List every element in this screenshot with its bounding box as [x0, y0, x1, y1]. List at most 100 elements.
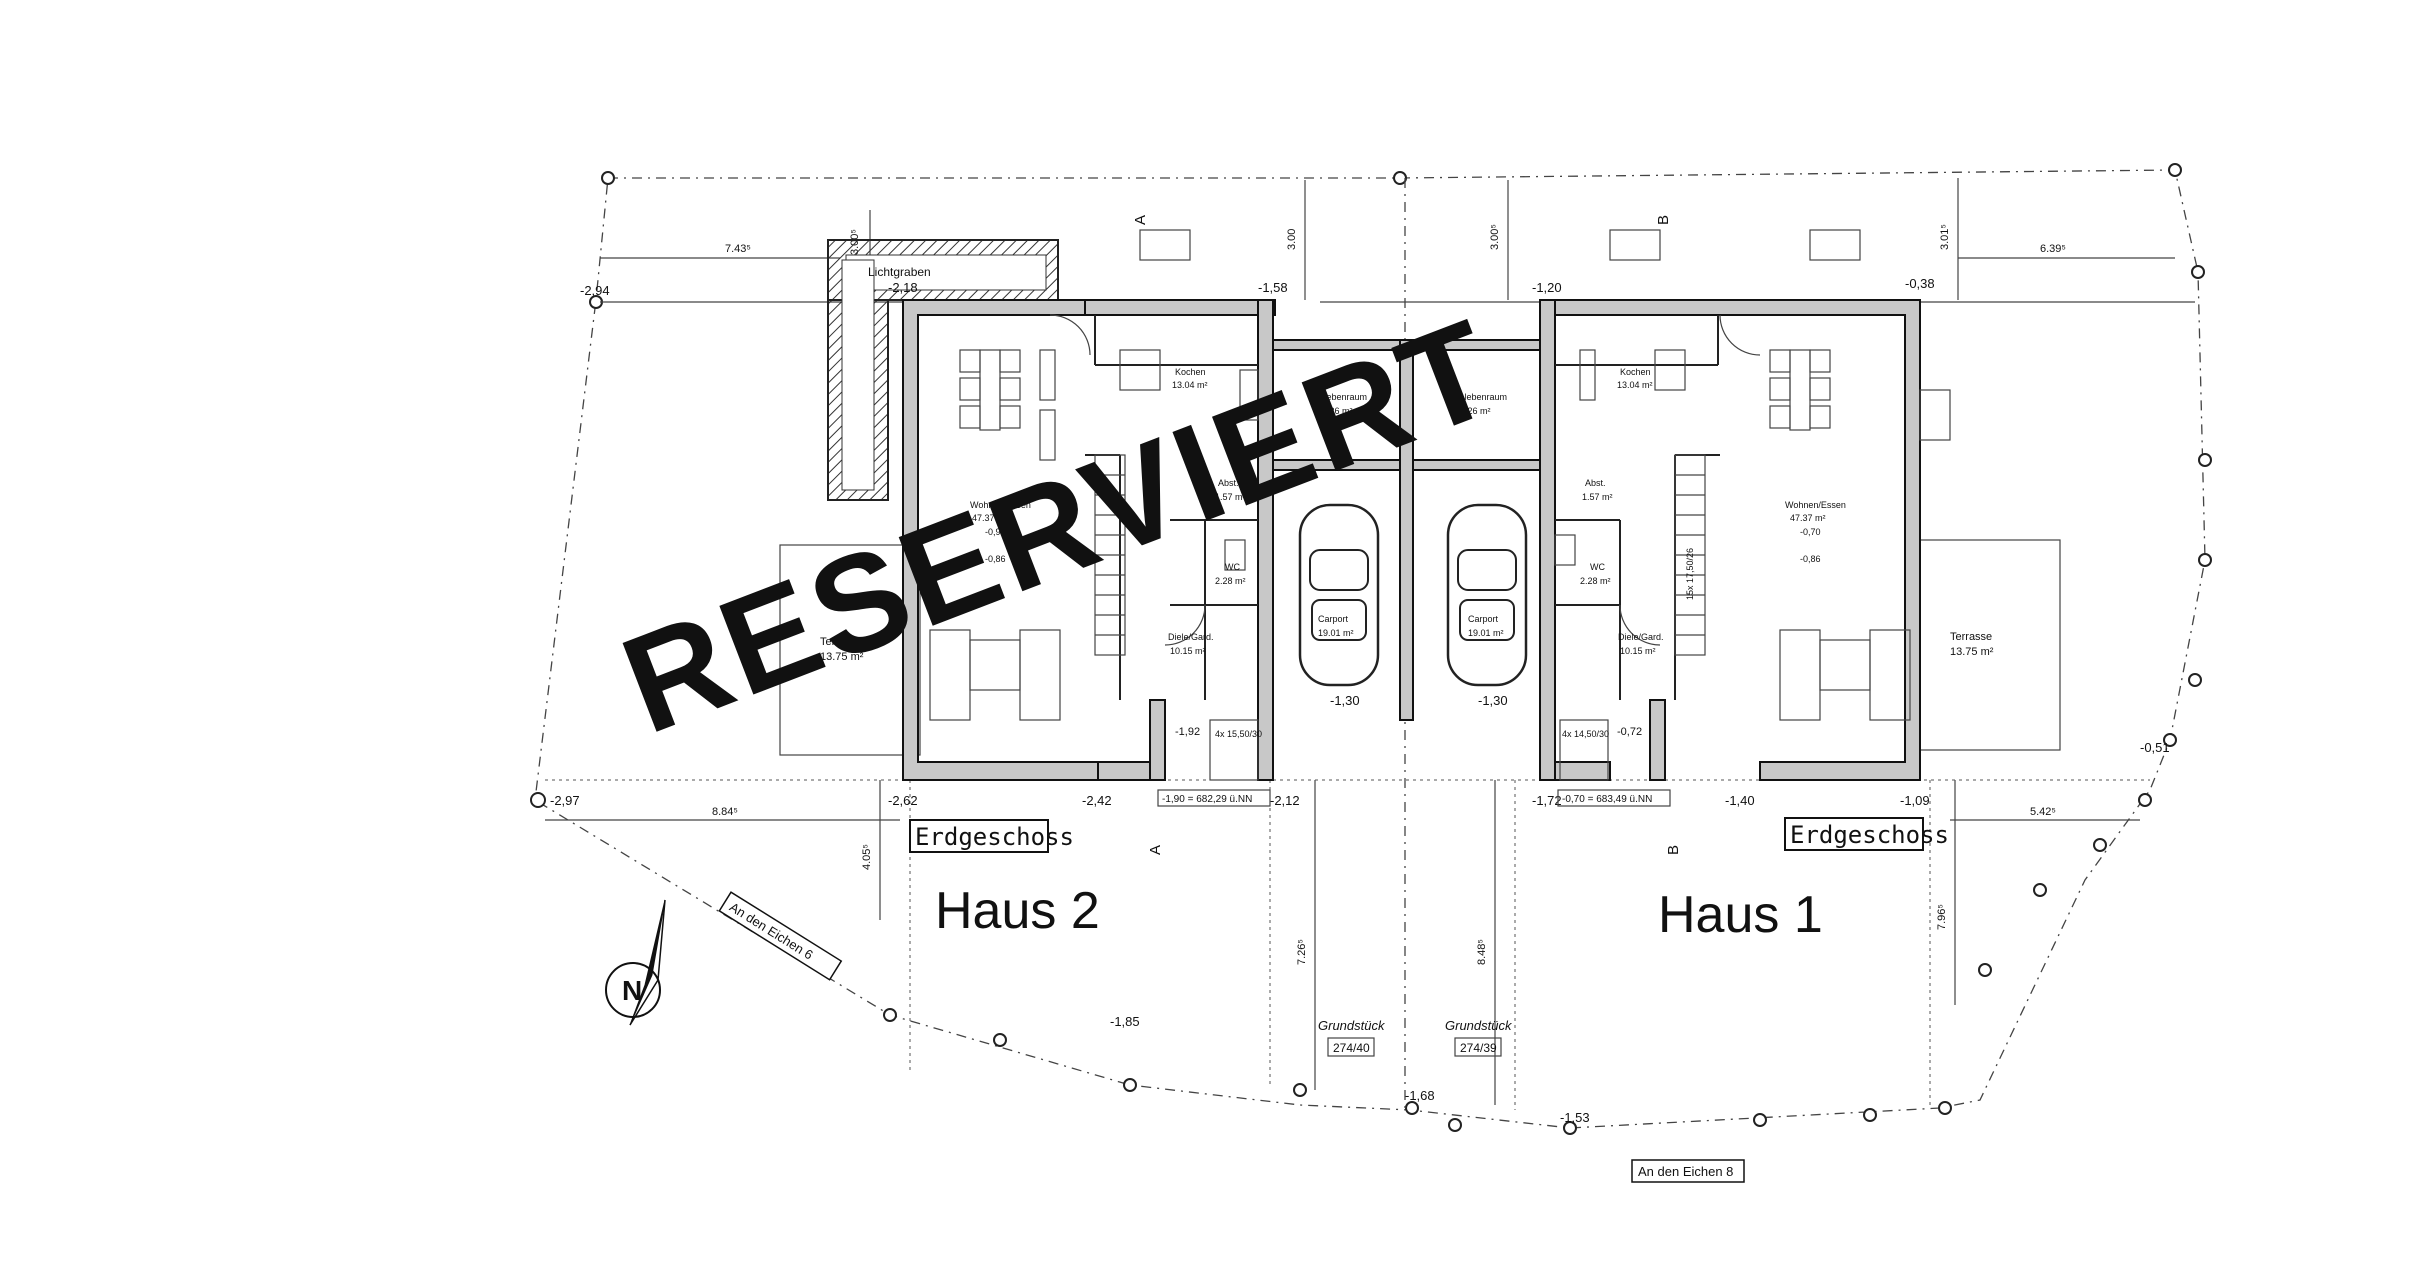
level-h2-ne: -1,58: [1258, 280, 1288, 295]
h1-carport-area: 19.01 m²: [1468, 628, 1504, 638]
h2-nebenraum-area: 9.26 m²: [1322, 406, 1353, 416]
stair-label-h2: 4x 15,50/30: [1215, 729, 1262, 739]
terrasse-haus1: [1919, 539, 2061, 751]
stair-label-main: 15x 17,50/26: [1685, 548, 1695, 600]
parcel-label-2: Grundstück: [1445, 1018, 1513, 1033]
north-label: N: [622, 975, 642, 1006]
dim-743: 7.43⁵: [725, 243, 751, 255]
h2-nebenraum: Nebenraum: [1320, 392, 1367, 402]
level-street-e: -1,53: [1560, 1110, 1590, 1125]
h2-wc-area: 2.28 m²: [1215, 576, 1246, 586]
h1-wohnen-area: 47.37 m²: [1790, 513, 1826, 523]
h2-wc: WC: [1225, 562, 1240, 572]
level-h1-se2: -1,09: [1900, 793, 1930, 808]
level-street-w: -1,85: [1110, 1014, 1140, 1029]
parcel-label-1: Grundstück: [1318, 1018, 1386, 1033]
dim-848: 8.48⁵: [1476, 939, 1488, 965]
dim-542: 5.42⁵: [2030, 806, 2056, 818]
h1-wc-area: 2.28 m²: [1580, 576, 1611, 586]
lichtgraben-label: Lichtgraben: [868, 265, 931, 279]
h1-diele: Diele/Gard.: [1618, 632, 1664, 642]
street-box-8: [1631, 1159, 1745, 1183]
h2-wohnen-level2: -0,86: [985, 554, 1006, 564]
h2-kochen-area: 13.04 m²: [1172, 380, 1208, 390]
level-h1-nw: -1,20: [1532, 280, 1562, 295]
haus1-building: [1412, 229, 1951, 781]
h1-abst-area: 1.57 m²: [1582, 492, 1613, 502]
terrasse-haus2-area: 13.75 m²: [820, 651, 864, 663]
carport-haus1-car: [1446, 503, 1528, 687]
dim-405: 4.05⁵: [861, 844, 873, 870]
parcel-box-2: [1454, 1037, 1502, 1057]
h2-abst: Abst.: [1218, 478, 1239, 488]
house-name-haus2: Haus 2: [935, 882, 1100, 940]
level-h1-sw: -1,72: [1532, 793, 1562, 808]
level-west: -2,97: [550, 793, 580, 808]
h2-carport-area: 19.01 m²: [1318, 628, 1354, 638]
stair-label-h1: 4x 14,50/30: [1562, 729, 1609, 739]
h2-carport: Carport: [1318, 614, 1349, 624]
level-nw: -2,94: [580, 283, 610, 298]
h2-abst-area: 1.57 m²: [1215, 492, 1246, 502]
nn-box-h1: [1557, 789, 1671, 807]
level-h2-se1: -2,42: [1082, 793, 1112, 808]
carport-haus2-car: [1298, 503, 1380, 687]
h1-kochen-area: 13.04 m²: [1617, 380, 1653, 390]
street-box-6: [718, 891, 843, 981]
section-mark-a-top: A: [1132, 215, 1149, 225]
street-name-6: An den Eichen 6: [727, 899, 816, 962]
dim-726: 7.26⁵: [1296, 939, 1308, 965]
parcel-number-2: 274/39: [1460, 1041, 1497, 1055]
terrasse-haus2: [779, 544, 921, 756]
street-name-8: An den Eichen 8: [1638, 1164, 1733, 1179]
erdgeschoss-label-h2: Erdgeschoss: [915, 823, 1074, 851]
level-h1-se1: -1,40: [1725, 793, 1755, 808]
nn-h2: -1,90 = 682,29 ü.NN: [1162, 794, 1252, 805]
erdgeschoss-box-h2: [909, 819, 1049, 853]
terrasse-haus2-label: Terrasse: [820, 636, 862, 648]
h1-carport: Carport: [1468, 614, 1499, 624]
level-h2-se2: -2,12: [1270, 793, 1300, 808]
h1-kochen: Kochen: [1620, 367, 1651, 377]
erdgeschoss-label-h1: Erdgeschoss: [1790, 821, 1949, 849]
level-street-mid: -1,68: [1405, 1088, 1435, 1103]
level-h2-entry: -1,92: [1175, 726, 1200, 738]
boundary-points: [530, 163, 2212, 1135]
h1-wohnen-level2: -0,86: [1800, 554, 1821, 564]
dim-300b: 3.00: [1286, 229, 1298, 250]
house-name-haus1: Haus 1: [1658, 886, 1823, 944]
h1-nebenraum: Nebenraum: [1460, 392, 1507, 402]
dim-301: 3.01⁵: [1939, 224, 1951, 250]
h1-wohnen: Wohnen/Essen: [1785, 500, 1846, 510]
h1-wc: WC: [1590, 562, 1605, 572]
h1-abst: Abst.: [1585, 478, 1606, 488]
section-mark-b-top: B: [1655, 215, 1672, 225]
parcel-box-1: [1327, 1037, 1375, 1057]
h2-diele-area: 10.15 m²: [1170, 646, 1206, 656]
section-mark-b-bottom: B: [1665, 845, 1682, 855]
level-h1-carport: -1,30: [1478, 693, 1508, 708]
dim-639: 6.39⁵: [2040, 243, 2066, 255]
erdgeschoss-box-h1: [1784, 817, 1924, 851]
h2-wohnen: Wohnen/Essen: [970, 500, 1031, 510]
h1-wohnen-level1: -0,70: [1800, 527, 1821, 537]
h2-wohnen-level1: -0,90: [985, 527, 1006, 537]
nn-box-h2: [1157, 789, 1271, 807]
h2-diele: Diele/Gard.: [1168, 632, 1214, 642]
level-h1-entry: -0,72: [1617, 726, 1642, 738]
h2-wohnen-area: 47.37 m²: [972, 513, 1008, 523]
level-h2-sw: -2,62: [888, 793, 918, 808]
nn-h1: -0,70 = 683,49 ü.NN: [1562, 794, 1652, 805]
section-mark-a-bottom: A: [1147, 845, 1164, 855]
lichtgraben: Lichtgraben: [827, 239, 1059, 501]
north-arrow-icon: [605, 899, 666, 1026]
terrasse-haus1-label: Terrasse: [1950, 631, 1992, 643]
level-h1-ne: -0,38: [1905, 276, 1935, 291]
dim-884: 8.84⁵: [712, 806, 738, 818]
level-h2-carport: -1,30: [1330, 693, 1360, 708]
parcel-number-1: 274/40: [1333, 1041, 1370, 1055]
dim-300c: 3.00⁵: [1489, 224, 1501, 250]
h2-kochen: Kochen: [1175, 367, 1206, 377]
h1-diele-area: 10.15 m²: [1620, 646, 1656, 656]
